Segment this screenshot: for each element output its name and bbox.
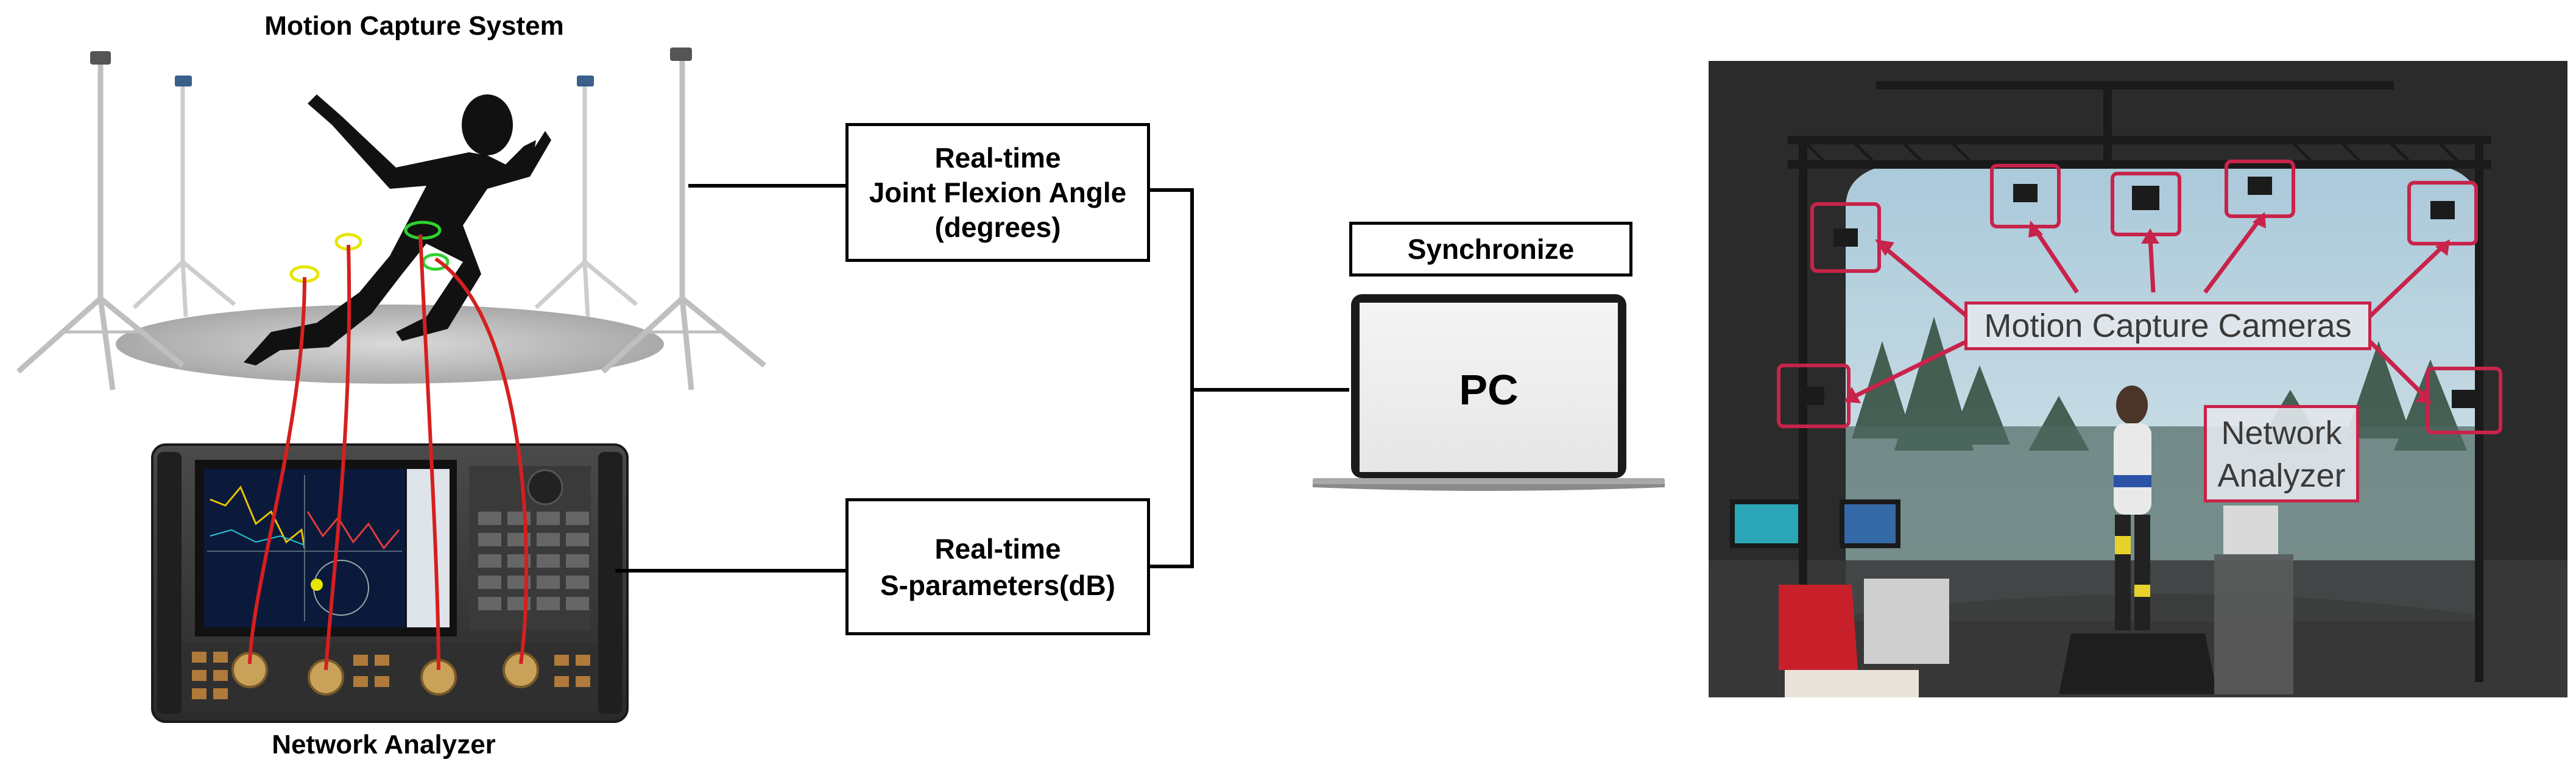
joint-angle-line-2: Joint Flexion Angle (869, 176, 1127, 208)
camera-icon-1 (90, 51, 111, 65)
sensor-3 (404, 220, 442, 240)
sparams-line-2: S-parameters(dB) (880, 569, 1115, 601)
photo-analyzer-label: Network Analyzer (2204, 405, 2359, 502)
cameras-label: Motion Capture Cameras (1964, 301, 2371, 350)
synchronize-box: Synchronize (1349, 222, 1632, 277)
camera-icon-4 (670, 48, 692, 61)
joint-angle-line-1: Real-time (934, 141, 1061, 174)
camera-icon-3 (577, 76, 594, 86)
network-analyzer-device (151, 443, 629, 723)
tripod-far-right (601, 58, 766, 390)
motion-capture-scene (16, 48, 766, 390)
test-subject (2114, 386, 2151, 630)
photo-analyzer-device (2223, 506, 2278, 554)
sparams-line-1: Real-time (934, 532, 1061, 565)
connector-lines (615, 184, 1349, 573)
tripod-far-left (16, 61, 185, 390)
capture-floor (116, 305, 664, 384)
tripod-right (534, 82, 638, 317)
lab-photo (1709, 61, 2567, 697)
photo-analyzer-line-2: Analyzer (2217, 457, 2346, 494)
sparams-box: Real-time S-parameters(dB) (845, 498, 1150, 635)
network-analyzer-title: Network Analyzer (272, 730, 496, 760)
camera-arrows (1852, 217, 2444, 400)
camera-icon-2 (175, 76, 192, 86)
laptop-pc (1313, 294, 1665, 491)
joint-angle-box: Real-time Joint Flexion Angle (degrees) (845, 123, 1150, 262)
pc-label: PC (1459, 366, 1519, 414)
motion-capture-title: Motion Capture System (264, 11, 564, 41)
joint-angle-line-3: (degrees) (934, 211, 1061, 243)
tripod-left (132, 82, 236, 317)
runner-silhouette (244, 94, 551, 365)
photo-analyzer-line-1: Network (2221, 415, 2342, 451)
sensor-cables (248, 234, 529, 671)
